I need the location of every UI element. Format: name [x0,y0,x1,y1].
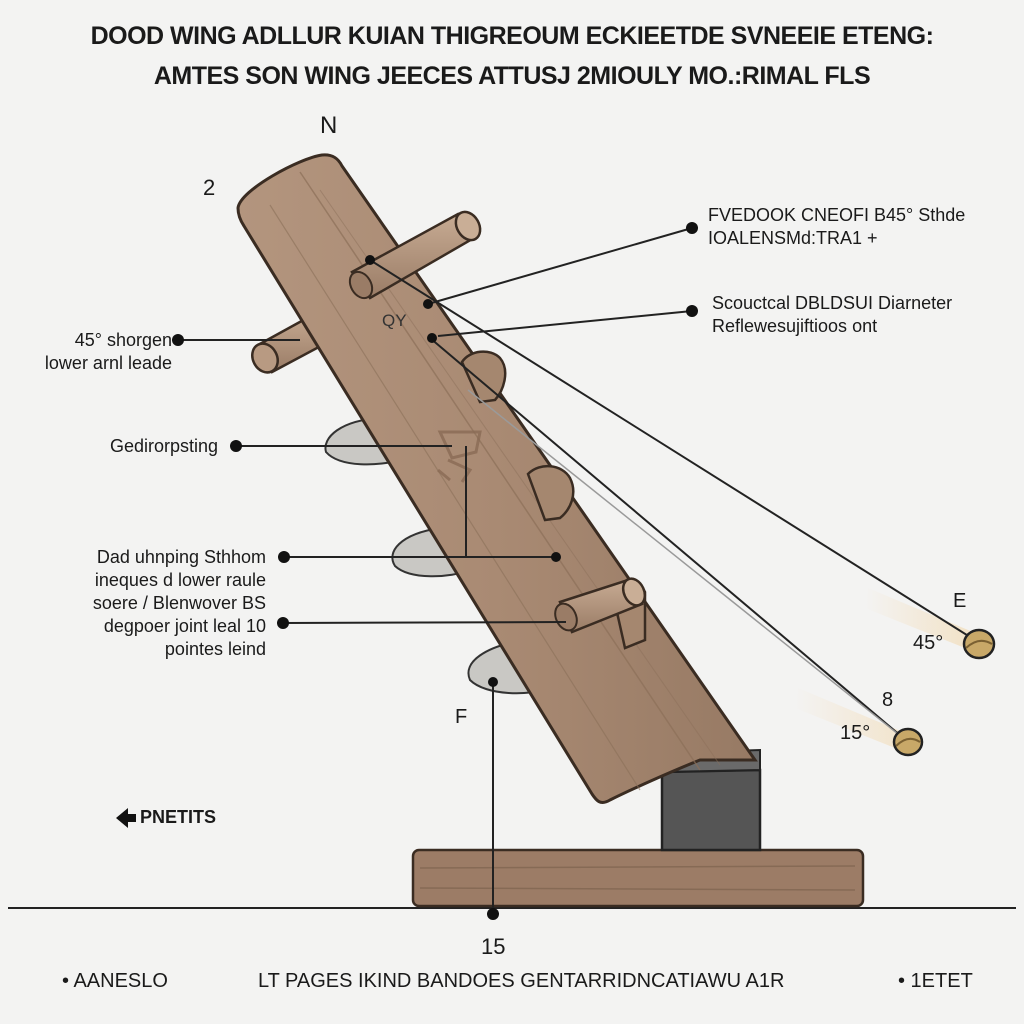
footer-left: • AANESLO [62,970,168,992]
leader-left-lower-2 [282,621,567,624]
endpoint-8 [892,727,924,757]
callout-left-lower-line4: degpoer joint leal 10 [103,616,266,636]
callout-left-mid: Gedirorpsting [40,435,218,458]
endpoint-e [962,628,996,660]
callout-top-right-line2: IOALENSMd:TRA1 + [708,228,878,248]
callout-left-upper-line2: lower arnl leade [44,353,172,373]
marker-two: 2 [203,175,216,200]
callout-left-lower: Dad uhnping Sthhom ineques d lower raule… [40,546,266,661]
legend-arrow-label: PNETITS [140,807,217,827]
base-plank [411,848,865,908]
marker-e: E [953,590,967,612]
callout-mid-right-line1: Scouctcal DBLDSUI Diarneter [712,293,953,313]
callout-left-lower-line2: ineques d lower raule [94,570,266,590]
footer-center: LT PAGES IKIND BANDOES GENTARRIDNCATIAWU… [258,970,785,992]
callout-mid-right: Scouctcal DBLDSUI Diarneter Reflewesujif… [712,292,952,338]
leader-dots [172,222,698,920]
callout-left-lower-line3: soere / Blenwover BS [92,593,266,613]
leader-e [369,259,979,643]
lower-arm [554,577,647,634]
title-line-2: AMTES SON WING JEECES ATTUSJ 2MIOULY MO.… [153,62,871,90]
engraved-symbol [437,430,482,483]
left-arrow-icon [116,808,136,828]
upper-arm [348,210,482,300]
marker-n: N [320,112,338,139]
leader-top-right [427,227,693,305]
footer-right: • 1ETET [898,970,973,992]
marker-f: F [455,706,468,728]
callout-left-upper: 45° shorgen lower arnl leade [12,329,172,375]
title-line-1: DOOD WING ADLLUR KUIAN THIGREOUM ECKIEET… [90,22,934,50]
callout-left-lower-line5: pointes leind [164,639,266,659]
wooden-trunk [236,153,758,804]
beam-lower [795,688,910,750]
callout-left-lower-line1: Dad uhnping Sthhom [96,547,266,567]
marker-fifteen: 15 [481,934,506,959]
beam-upper [865,588,980,650]
callout-left-upper-line1: 45° shorgen [74,330,172,350]
callout-top-right-line1: FVEDOOK CNEOFI B45° Sthde [708,205,966,225]
metal-bracket [660,768,762,852]
callout-top-right: FVEDOOK CNEOFI B45° Sthde IOALENSMd:TRA1… [708,204,965,250]
marker-eight: 8 [882,689,894,711]
angle-lower: 15° [840,722,871,744]
leader-8 [429,337,909,743]
leader-mid-right [437,310,693,337]
marker-joint: QY [382,311,407,330]
callout-mid-right-line2: Reflewesujiftioos ont [712,316,878,336]
callout-left-mid-line1: Gedirorpsting [109,436,218,456]
angle-upper: 45° [913,632,944,654]
